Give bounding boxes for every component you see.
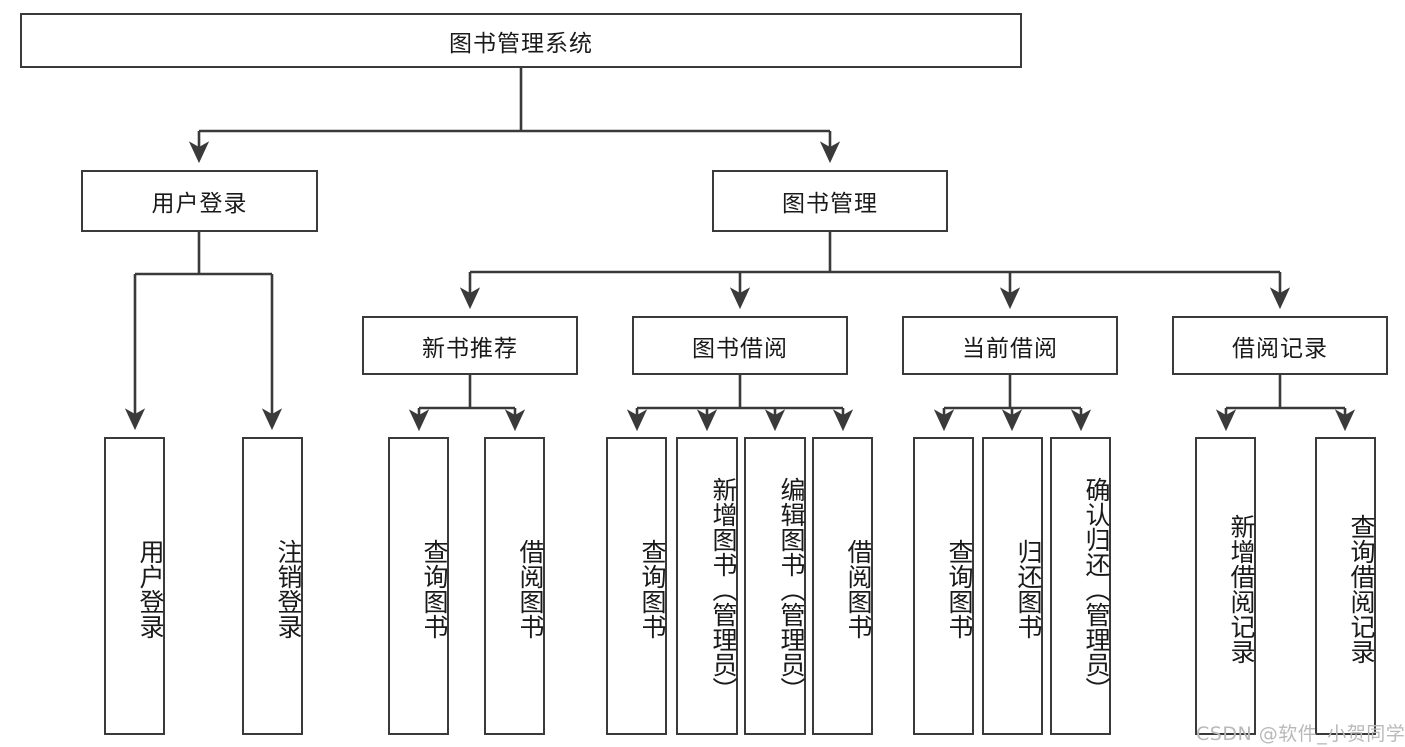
node-book-borrow-label: 图书借阅: [692, 335, 788, 362]
node-root[interactable]: 图书管理系统: [20, 13, 1022, 68]
node-leaf-query-record[interactable]: 查询借阅记录: [1315, 437, 1376, 735]
node-current-borrow[interactable]: 当前借阅: [902, 316, 1118, 375]
node-leaf-edit-book-label: 编辑图书（管理员）: [777, 476, 806, 702]
node-current-borrow-label: 当前借阅: [962, 335, 1058, 362]
node-leaf-logout-label: 注销登录: [274, 539, 303, 639]
csdn-watermark: CSDN @软件_小贺同学: [1196, 723, 1405, 745]
node-leaf-query-book-borrow-label: 查询图书: [638, 539, 667, 639]
node-leaf-user-login-label: 用户登录: [136, 539, 165, 639]
node-user-login-label: 用户登录: [151, 191, 248, 217]
node-leaf-add-record[interactable]: 新增借阅记录: [1195, 437, 1256, 735]
node-borrow-record-label: 借阅记录: [1232, 335, 1328, 362]
node-leaf-query-book-rec-label: 查询图书: [420, 539, 449, 639]
node-leaf-query-book-rec[interactable]: 查询图书: [388, 437, 449, 735]
node-leaf-query-book-cur[interactable]: 查询图书: [913, 437, 974, 735]
node-leaf-borrow-book-label: 借阅图书: [844, 539, 873, 639]
node-book-manage[interactable]: 图书管理: [712, 170, 948, 232]
node-new-book-recommend[interactable]: 新书推荐: [362, 316, 578, 375]
node-leaf-return-book-label: 归还图书: [1014, 539, 1043, 639]
node-user-login[interactable]: 用户登录: [81, 170, 318, 232]
node-book-borrow[interactable]: 图书借阅: [632, 316, 848, 375]
node-leaf-add-record-label: 新增借阅记录: [1227, 514, 1256, 664]
node-leaf-confirm-return[interactable]: 确认归还（管理员）: [1050, 437, 1111, 735]
node-leaf-add-book-label: 新增图书（管理员）: [709, 476, 738, 702]
node-leaf-add-book[interactable]: 新增图书（管理员）: [676, 437, 738, 735]
node-leaf-query-book-cur-label: 查询图书: [945, 539, 974, 639]
node-book-manage-label: 图书管理: [782, 191, 878, 217]
node-leaf-query-book-borrow[interactable]: 查询图书: [606, 437, 667, 735]
node-root-label: 图书管理系统: [449, 30, 593, 57]
node-leaf-confirm-return-label: 确认归还（管理员）: [1082, 476, 1111, 702]
node-borrow-record[interactable]: 借阅记录: [1172, 316, 1388, 375]
node-leaf-edit-book[interactable]: 编辑图书（管理员）: [744, 437, 806, 735]
node-leaf-logout[interactable]: 注销登录: [242, 437, 303, 735]
node-new-book-recommend-label: 新书推荐: [422, 335, 518, 362]
node-leaf-user-login[interactable]: 用户登录: [104, 437, 165, 735]
node-leaf-return-book[interactable]: 归还图书: [982, 437, 1043, 735]
node-leaf-borrow-book[interactable]: 借阅图书: [812, 437, 873, 735]
node-leaf-query-record-label: 查询借阅记录: [1347, 514, 1376, 664]
node-leaf-borrow-book-rec-label: 借阅图书: [516, 539, 545, 639]
node-leaf-borrow-book-rec[interactable]: 借阅图书: [484, 437, 545, 735]
